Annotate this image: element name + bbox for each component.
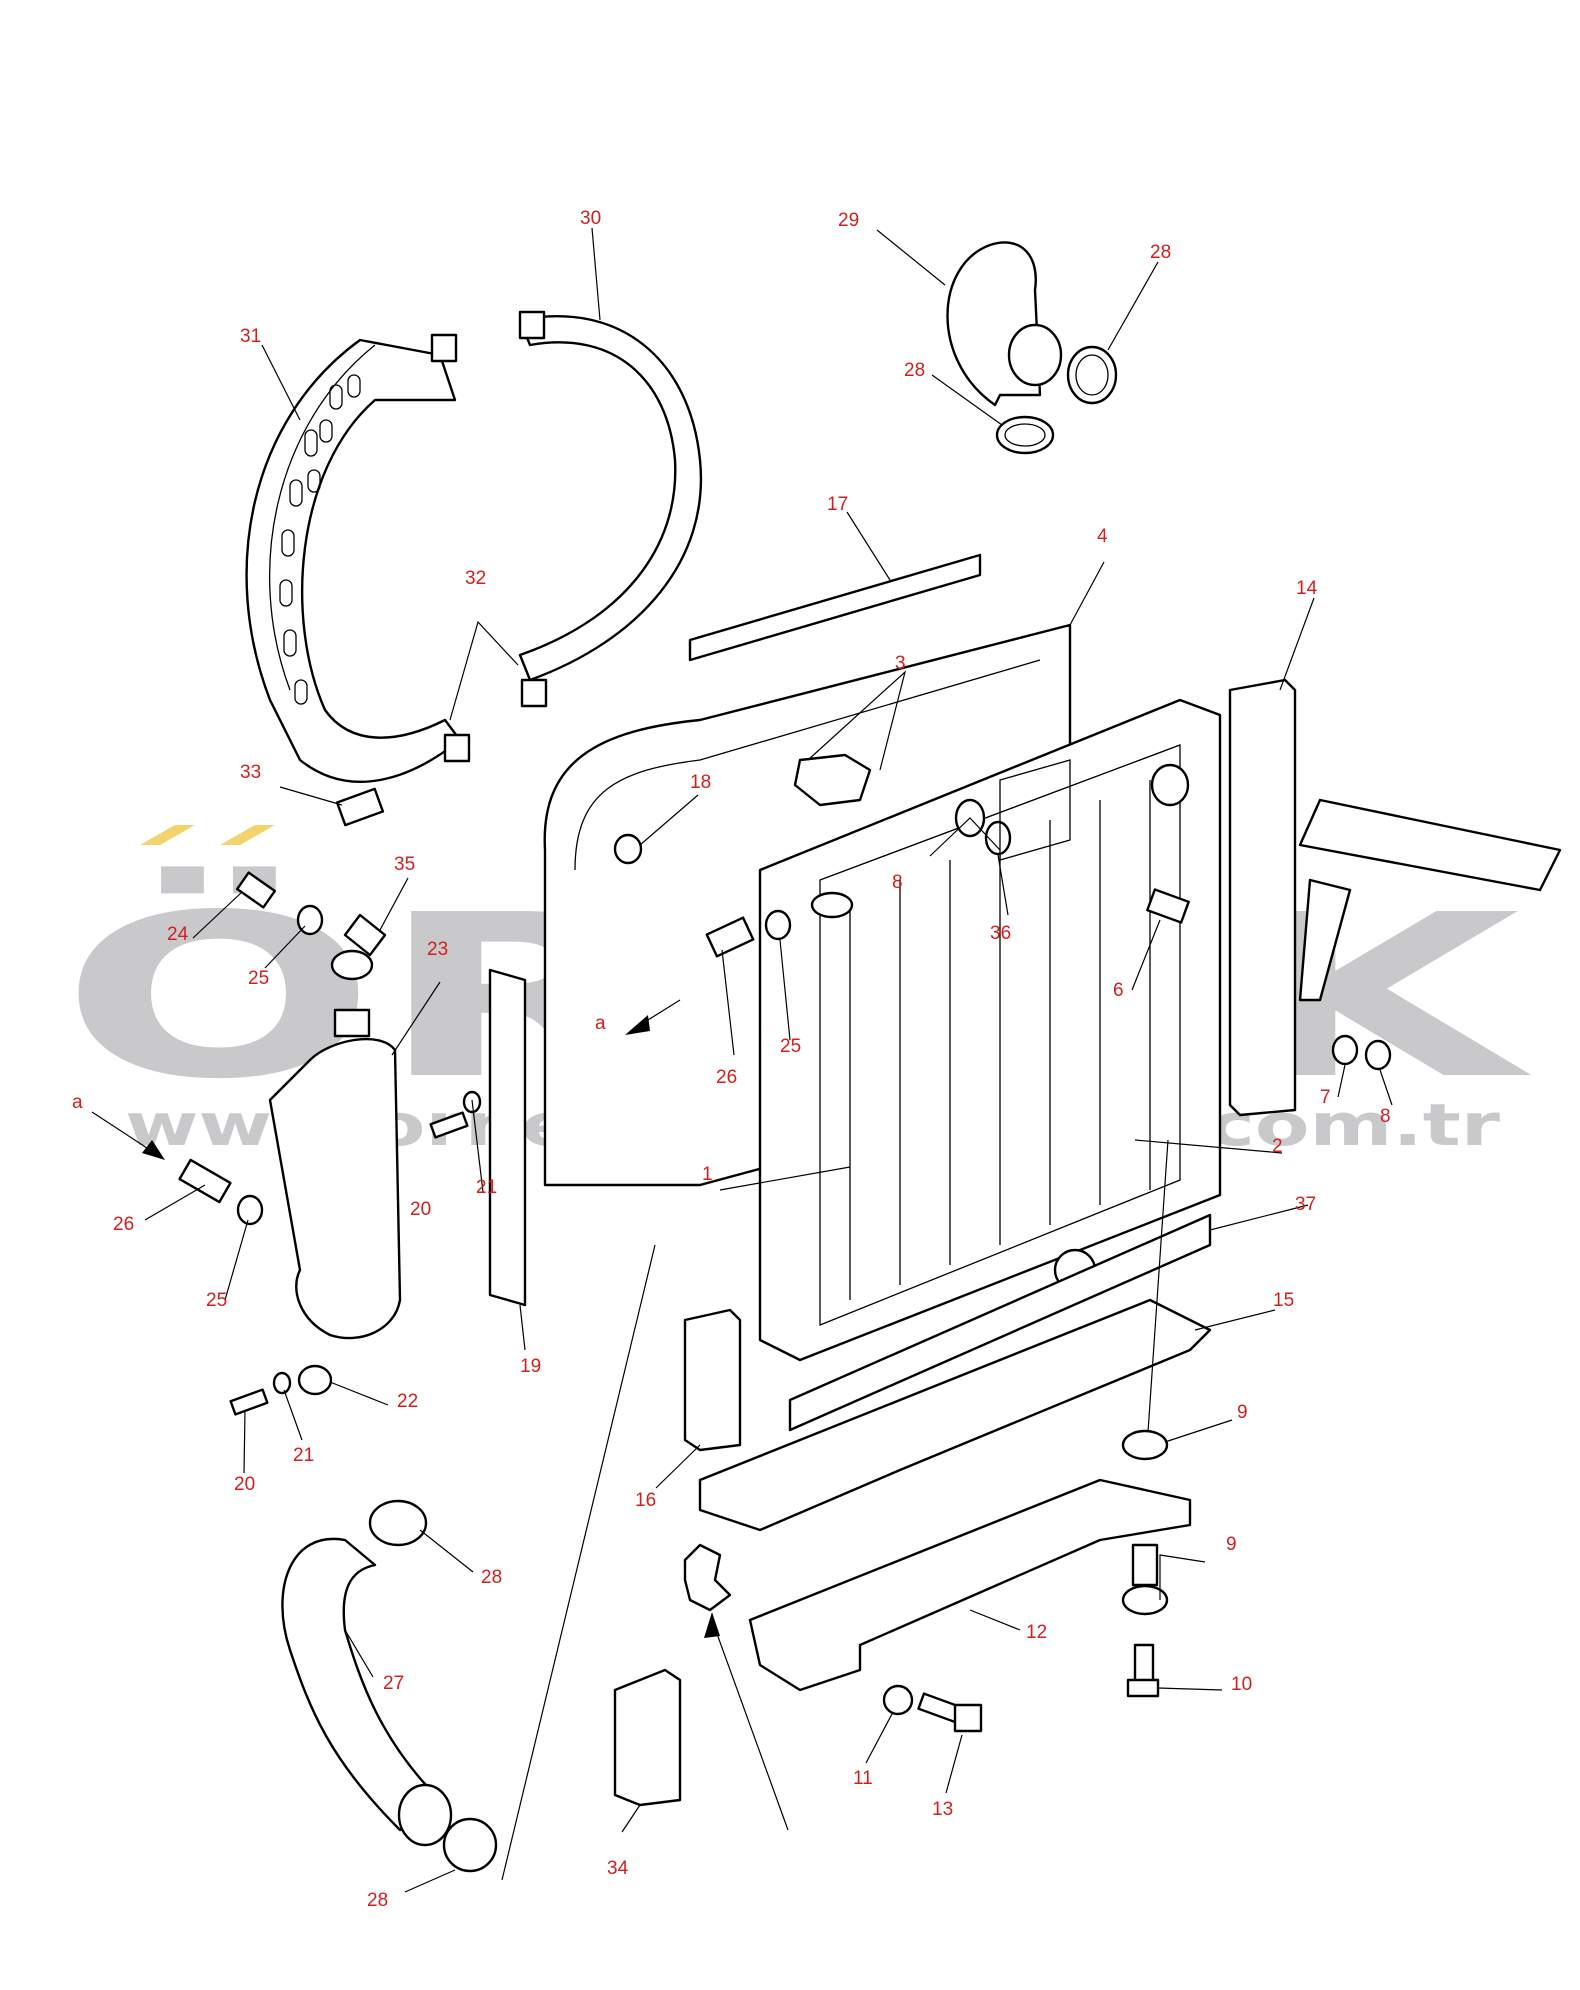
part-13-bolt (917, 1692, 983, 1733)
part-28-hose-clamp-top-mid (995, 415, 1055, 455)
callout-29: 29 (838, 210, 859, 231)
part-28-hose-clamp-top-right (1066, 345, 1118, 405)
callout-21: 21 (476, 1177, 497, 1198)
part-33-screw (335, 787, 385, 827)
callout-1: 1 (702, 1164, 713, 1185)
callout-15: 15 (1273, 1290, 1294, 1311)
part-22-clip (297, 1364, 333, 1396)
callout-25: 25 (248, 968, 269, 989)
callout-35: 35 (394, 854, 415, 875)
callout-7: 7 (1320, 1087, 1331, 1108)
part-11-washer (882, 1684, 914, 1716)
callout-4: 4 (1097, 526, 1108, 547)
callout-26: 26 (716, 1067, 737, 1088)
logo-accent-right (220, 825, 275, 845)
callout-8: 8 (892, 872, 903, 893)
part-18-grommet (613, 833, 643, 865)
part-30-fan-shroud-ring (518, 310, 703, 708)
callout-9: 9 (1226, 1534, 1237, 1555)
callout-25: 25 (206, 1290, 227, 1311)
view-detail-symbol (683, 1543, 732, 1612)
callout-23: 23 (427, 939, 448, 960)
callout-20: 20 (234, 1474, 255, 1495)
part-25-clamps (236, 904, 792, 1226)
callout-6: 6 (1113, 980, 1124, 1001)
part-35-hose-elbow (343, 913, 387, 957)
part-27-radiator-hose-lower (281, 1537, 453, 1847)
part-16-foam-block (683, 1308, 742, 1452)
callout-8: 8 (1380, 1106, 1391, 1127)
part-36-washer (984, 820, 1012, 856)
callout-24: 24 (167, 924, 189, 945)
callout-9: 9 (1237, 1402, 1248, 1423)
part-1-radiator-core (758, 698, 1222, 1362)
callout-a: a (595, 1013, 606, 1034)
callout-25: 25 (780, 1036, 801, 1057)
part-6-bolt (1146, 888, 1190, 924)
part-7-washer (1331, 1034, 1359, 1066)
callout-32: 32 (465, 568, 486, 589)
arrow-a-center (625, 999, 681, 1035)
leader-lines (144, 227, 1393, 1893)
callout-18: 18 (690, 772, 711, 793)
part-12-lower-bracket (748, 1478, 1192, 1692)
callout-16: 16 (635, 1490, 656, 1511)
callout-11: 11 (853, 1768, 873, 1789)
callout-10: 10 (1231, 1674, 1252, 1695)
callout-28: 28 (367, 1890, 388, 1911)
callout-22: 22 (397, 1391, 418, 1412)
callout-28: 28 (1150, 242, 1171, 263)
arrow-a-left (91, 1111, 165, 1160)
part-28-hose-clamp-lower-top (368, 1499, 428, 1547)
part-26-hose-stub-left (178, 1158, 232, 1204)
part-9-mount-stack (1121, 1429, 1169, 1616)
part-26-hose-stub-center (705, 916, 755, 958)
bracket-assembly (1298, 798, 1562, 1002)
callout-2: 2 (1272, 1136, 1283, 1157)
part-2-fan-shroud-panel (999, 759, 1071, 861)
part-15-plate (698, 1298, 1212, 1532)
part-20-screw-lower (229, 1388, 269, 1416)
shroud-slots (279, 374, 361, 705)
core-mesh (849, 780, 1151, 1300)
part-19-bracket (488, 968, 527, 1307)
part-21-washer-lower (272, 1371, 292, 1395)
callout-28: 28 (904, 360, 925, 381)
callout-14: 14 (1296, 578, 1318, 599)
callout-20: 20 (410, 1199, 431, 1220)
part-17-seal-strip (688, 553, 982, 662)
callout-30: 30 (580, 208, 601, 229)
callout-21: 21 (293, 1445, 314, 1466)
callout-labels: 30 29 28 28 31 17 4 32 14 3 33 18 35 8 2… (72, 208, 1391, 1911)
part-14-foam-strip (1228, 678, 1297, 1117)
arrow-view-lower (704, 1612, 720, 1638)
part-3-radiator-cap (793, 753, 872, 919)
callout-a: a (72, 1092, 83, 1113)
callout-37: 37 (1295, 1194, 1316, 1215)
callout-27: 27 (383, 1673, 404, 1694)
part-20-screw-upper (429, 1111, 469, 1139)
part-24-hose-stub (235, 871, 277, 909)
part-10-bolt (1126, 1643, 1160, 1698)
callout-13: 13 (932, 1799, 953, 1820)
part-23-expansion-tank (268, 949, 402, 1340)
part-31-fan-shroud-ring (245, 333, 471, 783)
logo-accent-left (140, 825, 195, 845)
callout-19: 19 (520, 1356, 541, 1377)
callout-34: 34 (607, 1858, 629, 1879)
callout-26: 26 (113, 1214, 134, 1235)
part-29-radiator-hose-upper (946, 241, 1063, 407)
callout-31: 31 (240, 326, 261, 347)
part-28-hose-clamp-lower-bottom (442, 1817, 498, 1873)
part-8-nut (1364, 1039, 1392, 1071)
part-37-foam-lower (788, 1213, 1212, 1432)
part-34-foam-block (613, 1668, 682, 1807)
callout-12: 12 (1026, 1622, 1047, 1643)
callout-33: 33 (240, 762, 261, 783)
callout-36: 36 (990, 923, 1011, 944)
callout-3: 3 (895, 653, 906, 674)
callout-17: 17 (827, 494, 848, 515)
callout-28: 28 (481, 1567, 502, 1588)
